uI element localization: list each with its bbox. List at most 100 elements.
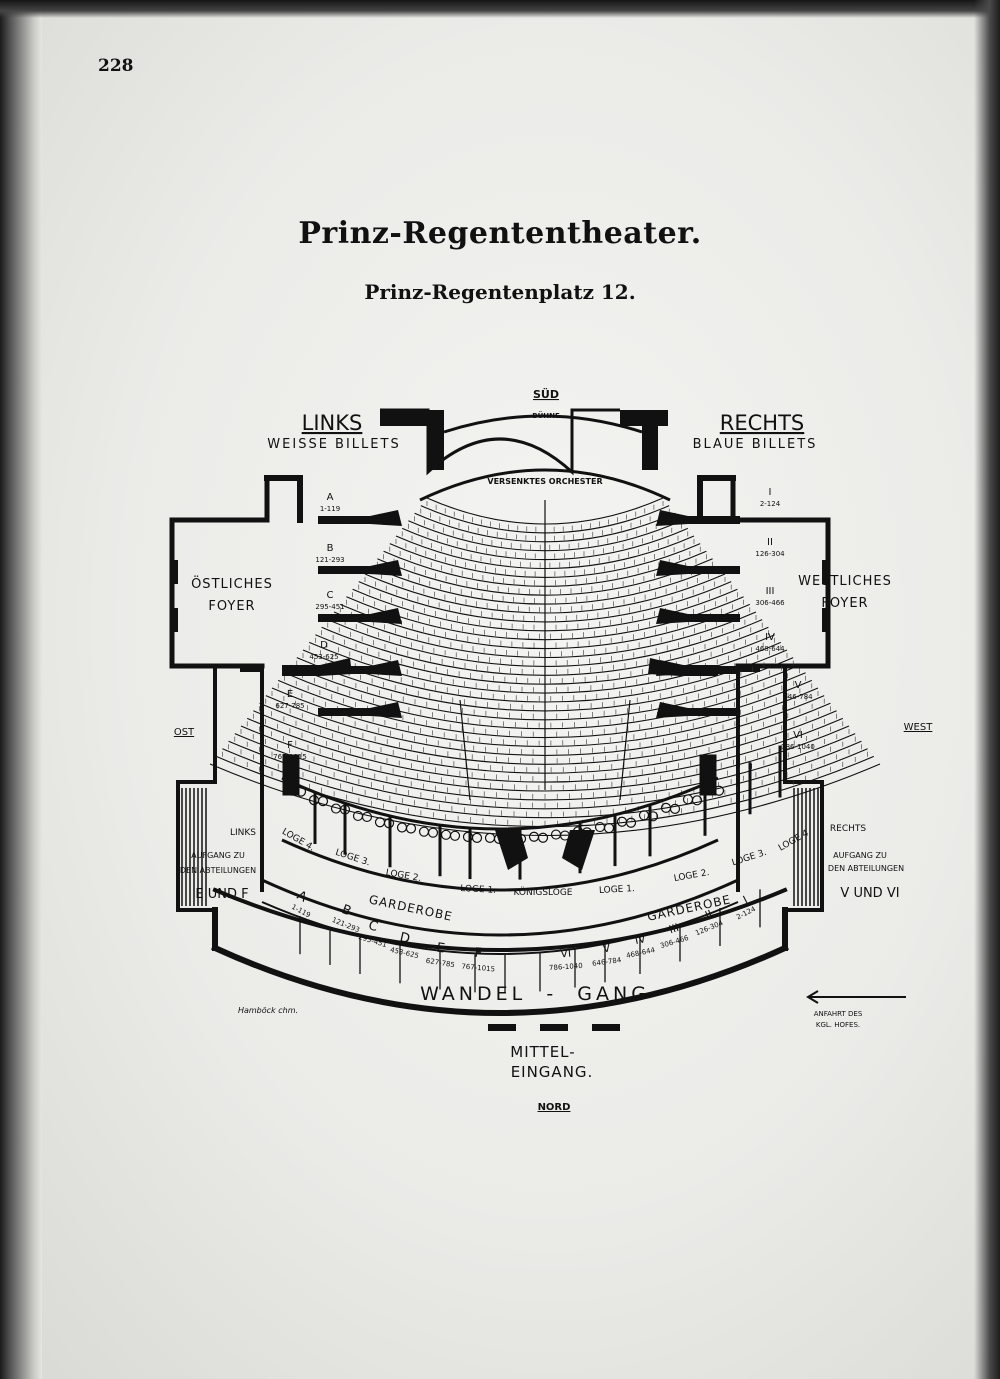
loge-label-right: LOGE 2. [673, 868, 710, 884]
seat-row [234, 733, 856, 801]
loge-seat [361, 811, 373, 823]
loge-seat [471, 832, 483, 843]
seat-ticks [308, 645, 782, 702]
stairs-left-line1: AUFGANG ZU [191, 851, 245, 860]
section-range-left: 767-1015 [273, 753, 307, 761]
cloak-letter-right: VI [560, 947, 572, 961]
loge-labels: LOGE 4.LOGE 3.LOGE 2.LOGE 1.LOGE 1.LOGE … [280, 827, 813, 896]
aisle-marker-left [318, 510, 402, 526]
cloak-range-left: 295-451 [357, 933, 387, 949]
driveway-line2: KGL. HOFES. [816, 1021, 860, 1029]
aisle-marker-right [648, 658, 718, 676]
loge-seat [603, 822, 615, 834]
stairs-left [181, 788, 207, 906]
page-right-edge [974, 0, 1000, 1379]
building-walls [169, 475, 831, 1016]
aisle-entrances [282, 510, 740, 718]
loge-seat [374, 817, 386, 828]
loge-seat [449, 830, 461, 841]
seat-ticks [377, 561, 713, 604]
seat-ticks [265, 698, 825, 764]
west-foyer-line1: WESTLICHES [798, 574, 892, 589]
loge-seat [484, 832, 496, 843]
seat-ticks [420, 508, 670, 541]
left-side-tickets: WEISSE BILLETS [267, 437, 400, 452]
loge-seat [405, 823, 417, 834]
section-letter-right: II [767, 537, 773, 548]
section-range-left: 627-785 [275, 702, 304, 710]
royal-box-column [562, 830, 595, 870]
loge-seat [537, 832, 549, 843]
section-range-left: 295-451 [315, 603, 344, 611]
loge-seat [383, 818, 395, 829]
stairs-right-line1: AUFGANG ZU [833, 851, 887, 860]
aisle-marker-right [656, 560, 740, 576]
page-top-edge [0, 0, 1000, 18]
seat-ticks [259, 706, 831, 773]
cloak-range-left: 767-1015 [461, 963, 495, 974]
cloak-letter-left: D [398, 930, 411, 947]
stairs-right-line2: DEN ABTEILUNGEN [828, 864, 904, 873]
entrance-line1: MITTEL- [510, 1043, 575, 1061]
section-letter-left: D [320, 640, 328, 651]
section-range-right: 786-1040 [781, 743, 815, 751]
loge-seat [713, 785, 725, 796]
seat-row [240, 725, 850, 792]
foyer-wall-details [172, 560, 828, 672]
seat-row [222, 748, 868, 819]
section-letter-left: E [287, 689, 293, 700]
side-aisles [459, 699, 631, 801]
section-range-left: 121-293 [315, 556, 344, 564]
stairs-right-side: RECHTS [830, 824, 866, 834]
compass-west: WEST [904, 722, 934, 733]
section-letter-right: VI [793, 730, 803, 741]
loge-seat [396, 822, 408, 833]
seat-ticks [395, 539, 695, 577]
section-range-right: 646-784 [783, 693, 813, 701]
loge-seat [625, 817, 637, 828]
seat-ticks [327, 622, 763, 675]
loge-label-right: LOGE 4. [777, 827, 813, 854]
loge-seat [418, 826, 430, 837]
stairs-left-line3: E UND F [195, 887, 248, 902]
cloakroom-label-left: GARDEROBE [368, 892, 454, 923]
loge-seat [691, 795, 703, 806]
seat-ticks [296, 660, 794, 719]
section-range-right: 468-644 [755, 645, 785, 653]
loge-seat [647, 811, 659, 822]
aisle-marker-left [318, 608, 402, 624]
aisle-marker-right [656, 608, 740, 624]
section-range-right: 2-124 [760, 500, 781, 508]
stage [380, 408, 668, 476]
cloakroom-dividers [299, 889, 761, 993]
section-letter-left: C [327, 590, 334, 601]
driveway-arrow-icon [806, 990, 906, 1004]
section-range-left: 1-119 [320, 505, 340, 513]
section-letter-right: IV [765, 632, 775, 643]
loge-seat [317, 796, 329, 807]
section-labels-left: A1-119B121-293C295-451D453-625E627-785F7… [273, 492, 344, 761]
seat-ticks [358, 584, 732, 630]
promenade-label: WANDEL - GANG [420, 983, 650, 1005]
aisle-marker-left [318, 560, 402, 576]
loge-seat [616, 816, 628, 827]
aisle-marker-left [282, 658, 352, 676]
loge-label-left: LOGE 1. [460, 884, 496, 896]
cloak-range-right: 468-644 [625, 946, 656, 960]
loge-label-left: LOGE 3. [334, 848, 371, 869]
royal-box-label: KÖNIGSLOGE [513, 887, 572, 898]
cloak-letter-left: A [294, 888, 309, 905]
cloak-range-right: 646-784 [592, 956, 623, 968]
compass-north: NORD [538, 1102, 571, 1113]
stage-label: BÜHNE [532, 411, 560, 420]
left-side-heading: LINKS [302, 411, 363, 435]
cloak-letter-right: III [667, 921, 680, 936]
aisle-marker-right [656, 702, 740, 718]
cloak-letter-right: V [602, 942, 612, 956]
aisle-marker-right [656, 510, 740, 526]
cloak-letter-left: B [339, 902, 353, 919]
stairs-right [793, 788, 819, 906]
aisle-marker-left [318, 702, 402, 718]
